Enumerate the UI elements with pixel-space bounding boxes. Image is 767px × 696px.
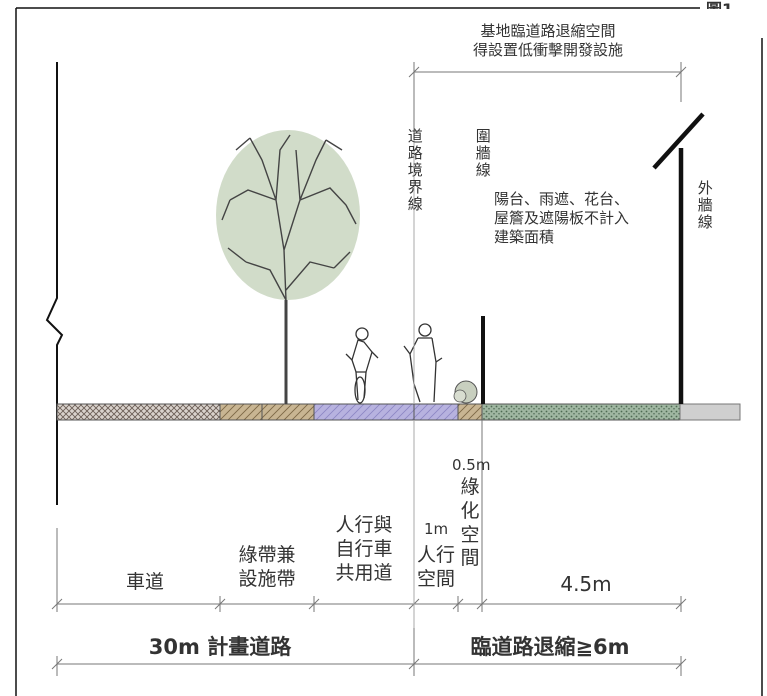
setback-strip: [481, 403, 681, 421]
planned-road-label: 30m 計畫道路: [148, 635, 292, 659]
pedestrian-icon: [403, 323, 443, 403]
shared-path-label: 人行與 自行車 共用道: [335, 514, 393, 584]
fence-label: 圍牆線: [473, 128, 492, 179]
tree-icon: [216, 130, 360, 404]
carriageway-label: 車道: [125, 571, 164, 593]
green-space-label: 綠 化 空 間: [460, 476, 480, 570]
walk-width-label: 1m: [424, 520, 449, 538]
cyclist-icon: [345, 327, 379, 404]
outer-wall-label: 外牆線: [695, 180, 714, 231]
green-facility-strip: [219, 403, 315, 421]
building-strip: [679, 403, 741, 421]
carriageway-strip: [56, 403, 221, 421]
walk-space-label: 人行 空間: [416, 544, 455, 590]
green-space-strip: [457, 403, 483, 421]
road-break-line: [45, 62, 64, 505]
total-dimension-line: [51, 628, 687, 676]
shrub-icon: [453, 380, 478, 404]
walk-space-strip: [413, 403, 459, 421]
roof-eave-line: [652, 112, 705, 170]
green-width-label: 0.5m: [452, 456, 491, 474]
setback-width-label: 4.5m: [560, 572, 612, 596]
road-boundary-label: 道路境界線: [405, 128, 424, 213]
shared-path-strip: [313, 403, 415, 421]
segment-dimension-line: [51, 420, 687, 612]
top-dimension-label: 基地臨道路退縮空間 得設置低衝擊開發設施: [472, 22, 623, 59]
figure-label: 圖1: [706, 0, 734, 19]
note-text: 陽台、雨遮、花台、 屋簷及遮陽板不計入 建築面積: [494, 190, 630, 246]
top-dimension-line: [408, 62, 687, 132]
road-setback-label: 臨道路退縮≧6m: [470, 635, 630, 659]
green-facility-label: 綠帶兼 設施帶: [238, 544, 296, 590]
